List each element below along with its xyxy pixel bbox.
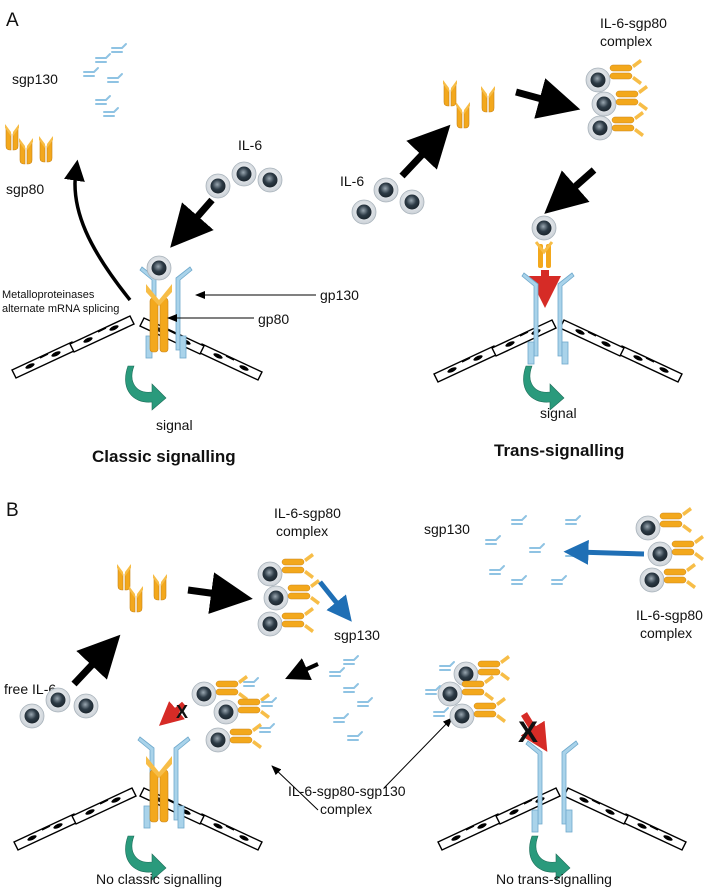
panel-label-a: A [6,10,19,31]
triple-label-line1: IL-6-sgp80-sgp130 [288,783,406,799]
red-arrow-b-right [520,712,548,752]
membrane-b-left [13,787,263,851]
il6-label-trans: IL-6 [340,173,364,189]
signal-arrow-classic [125,365,167,411]
complex-top-line1: IL-6-sgp80 [274,505,341,521]
trans-signalling-title: Trans-signalling [494,441,624,460]
right-sgp130-label: sgp130 [424,521,470,537]
arrow-free-il6-up [71,634,121,687]
arrow-to-triple [285,658,319,680]
sgp130-cluster-right [485,515,581,585]
sgp130-cluster-b [329,655,373,741]
gp130-label: gp130 [320,287,359,303]
gp80-receptor-b-left [146,756,172,823]
arrow-shedding [64,159,132,302]
gp130-receptor-b-right [525,740,579,833]
il6-free-balls [205,161,283,199]
il6-sgp80-complexes-trans [585,58,649,141]
pointer-triple-right [383,717,453,789]
no-trans-label: No trans-signalling [496,871,612,887]
block-mark-right: X [518,716,538,749]
no-classic-label: No classic signalling [96,871,222,887]
sgp130-cluster [83,43,127,117]
complex-label-line2: complex [600,33,652,49]
il6-sgp80-complexes-b [257,552,321,637]
il6-sgp80-complexes-right [635,506,705,593]
triple-label-line2: complex [320,801,372,817]
sgp80-free-trans [442,79,496,129]
sgp130-label: sgp130 [12,71,58,87]
sgp80-free-b [116,563,168,613]
signal-label-trans: signal [540,405,577,421]
pointer-triple [271,765,319,811]
blue-arrow-b-right [563,539,645,565]
arrow-to-complex [515,78,581,119]
complex-approaching-trans [531,215,557,268]
sgp80-label: sgp80 [6,181,44,197]
gp80-label: gp80 [258,311,289,327]
arrow-il6-up-trans [399,124,451,179]
red-arrow-b-left [158,701,186,726]
signal-label-classic: signal [156,417,193,433]
signal-arrow-trans [523,365,565,411]
blue-arrow-b-left [318,580,352,622]
metalloproteinases-label: Metalloproteinases [2,289,95,301]
complex-top-line2: complex [276,523,328,539]
il6-label-classic: IL-6 [238,137,262,153]
right-complex-line2: complex [640,625,692,641]
triple-complexes-b [191,674,277,753]
panel-label-b: B [6,500,19,521]
classic-signalling-title: Classic signalling [92,447,236,466]
mrna-splicing-label: alternate mRNA splicing [2,303,119,315]
block-mark-left: X [176,702,188,722]
sgp130-mid-label: sgp130 [334,627,380,643]
il6-bound-classic [146,255,172,281]
arrow-complex-down-trans [544,167,597,214]
membrane-classic [11,315,263,381]
free-il6-label: free IL-6 [4,681,56,697]
right-complex-line1: IL-6-sgp80 [636,607,703,623]
triple-complexes-right [425,654,511,729]
arrow-to-complex-b [187,572,253,614]
arrow-il6-to-receptor [170,197,215,248]
complex-label-line1: IL-6-sgp80 [600,15,667,31]
sgp80-cluster [4,123,54,165]
gp80-receptor-classic [146,284,172,353]
